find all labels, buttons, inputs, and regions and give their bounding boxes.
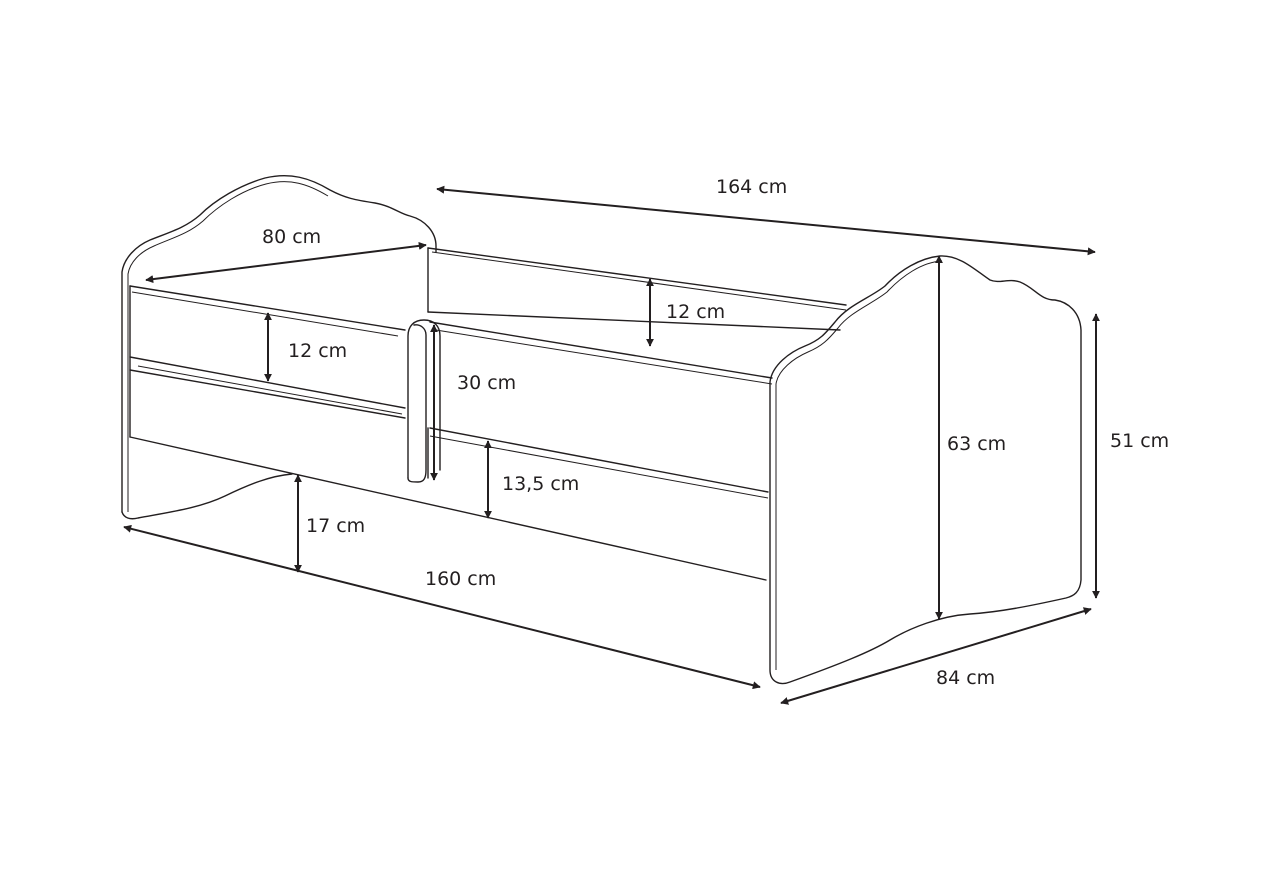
label-ground-clearance: 17 cm	[306, 515, 365, 537]
dimension-lines	[123, 185, 1100, 705]
dim-line-84	[780, 607, 1092, 705]
label-mattress-length: 160 cm	[425, 568, 496, 590]
front-rails	[129, 285, 773, 581]
label-total-width: 84 cm	[936, 667, 995, 689]
right-footboard	[769, 255, 1082, 685]
label-divider-height: 30 cm	[457, 372, 516, 394]
label-footboard-height: 51 cm	[1110, 430, 1169, 452]
label-headboard-height: 63 cm	[947, 433, 1006, 455]
dimension-labels: 164 cm 80 cm 12 cm 12 cm 30 cm 13,5 cm 1…	[262, 176, 1169, 689]
rail-divider-post	[407, 319, 441, 483]
label-total-length: 164 cm	[716, 176, 787, 198]
dim-line-80	[145, 241, 427, 284]
label-lower-rail-gap: 13,5 cm	[502, 473, 579, 495]
dim-line-160	[123, 524, 761, 690]
label-rail-height-back: 12 cm	[666, 301, 725, 323]
label-rail-height-left: 12 cm	[288, 340, 347, 362]
dim-line-164	[436, 185, 1096, 256]
label-inner-width: 80 cm	[262, 226, 321, 248]
left-headboard	[121, 175, 437, 520]
back-safety-rail	[427, 247, 847, 331]
